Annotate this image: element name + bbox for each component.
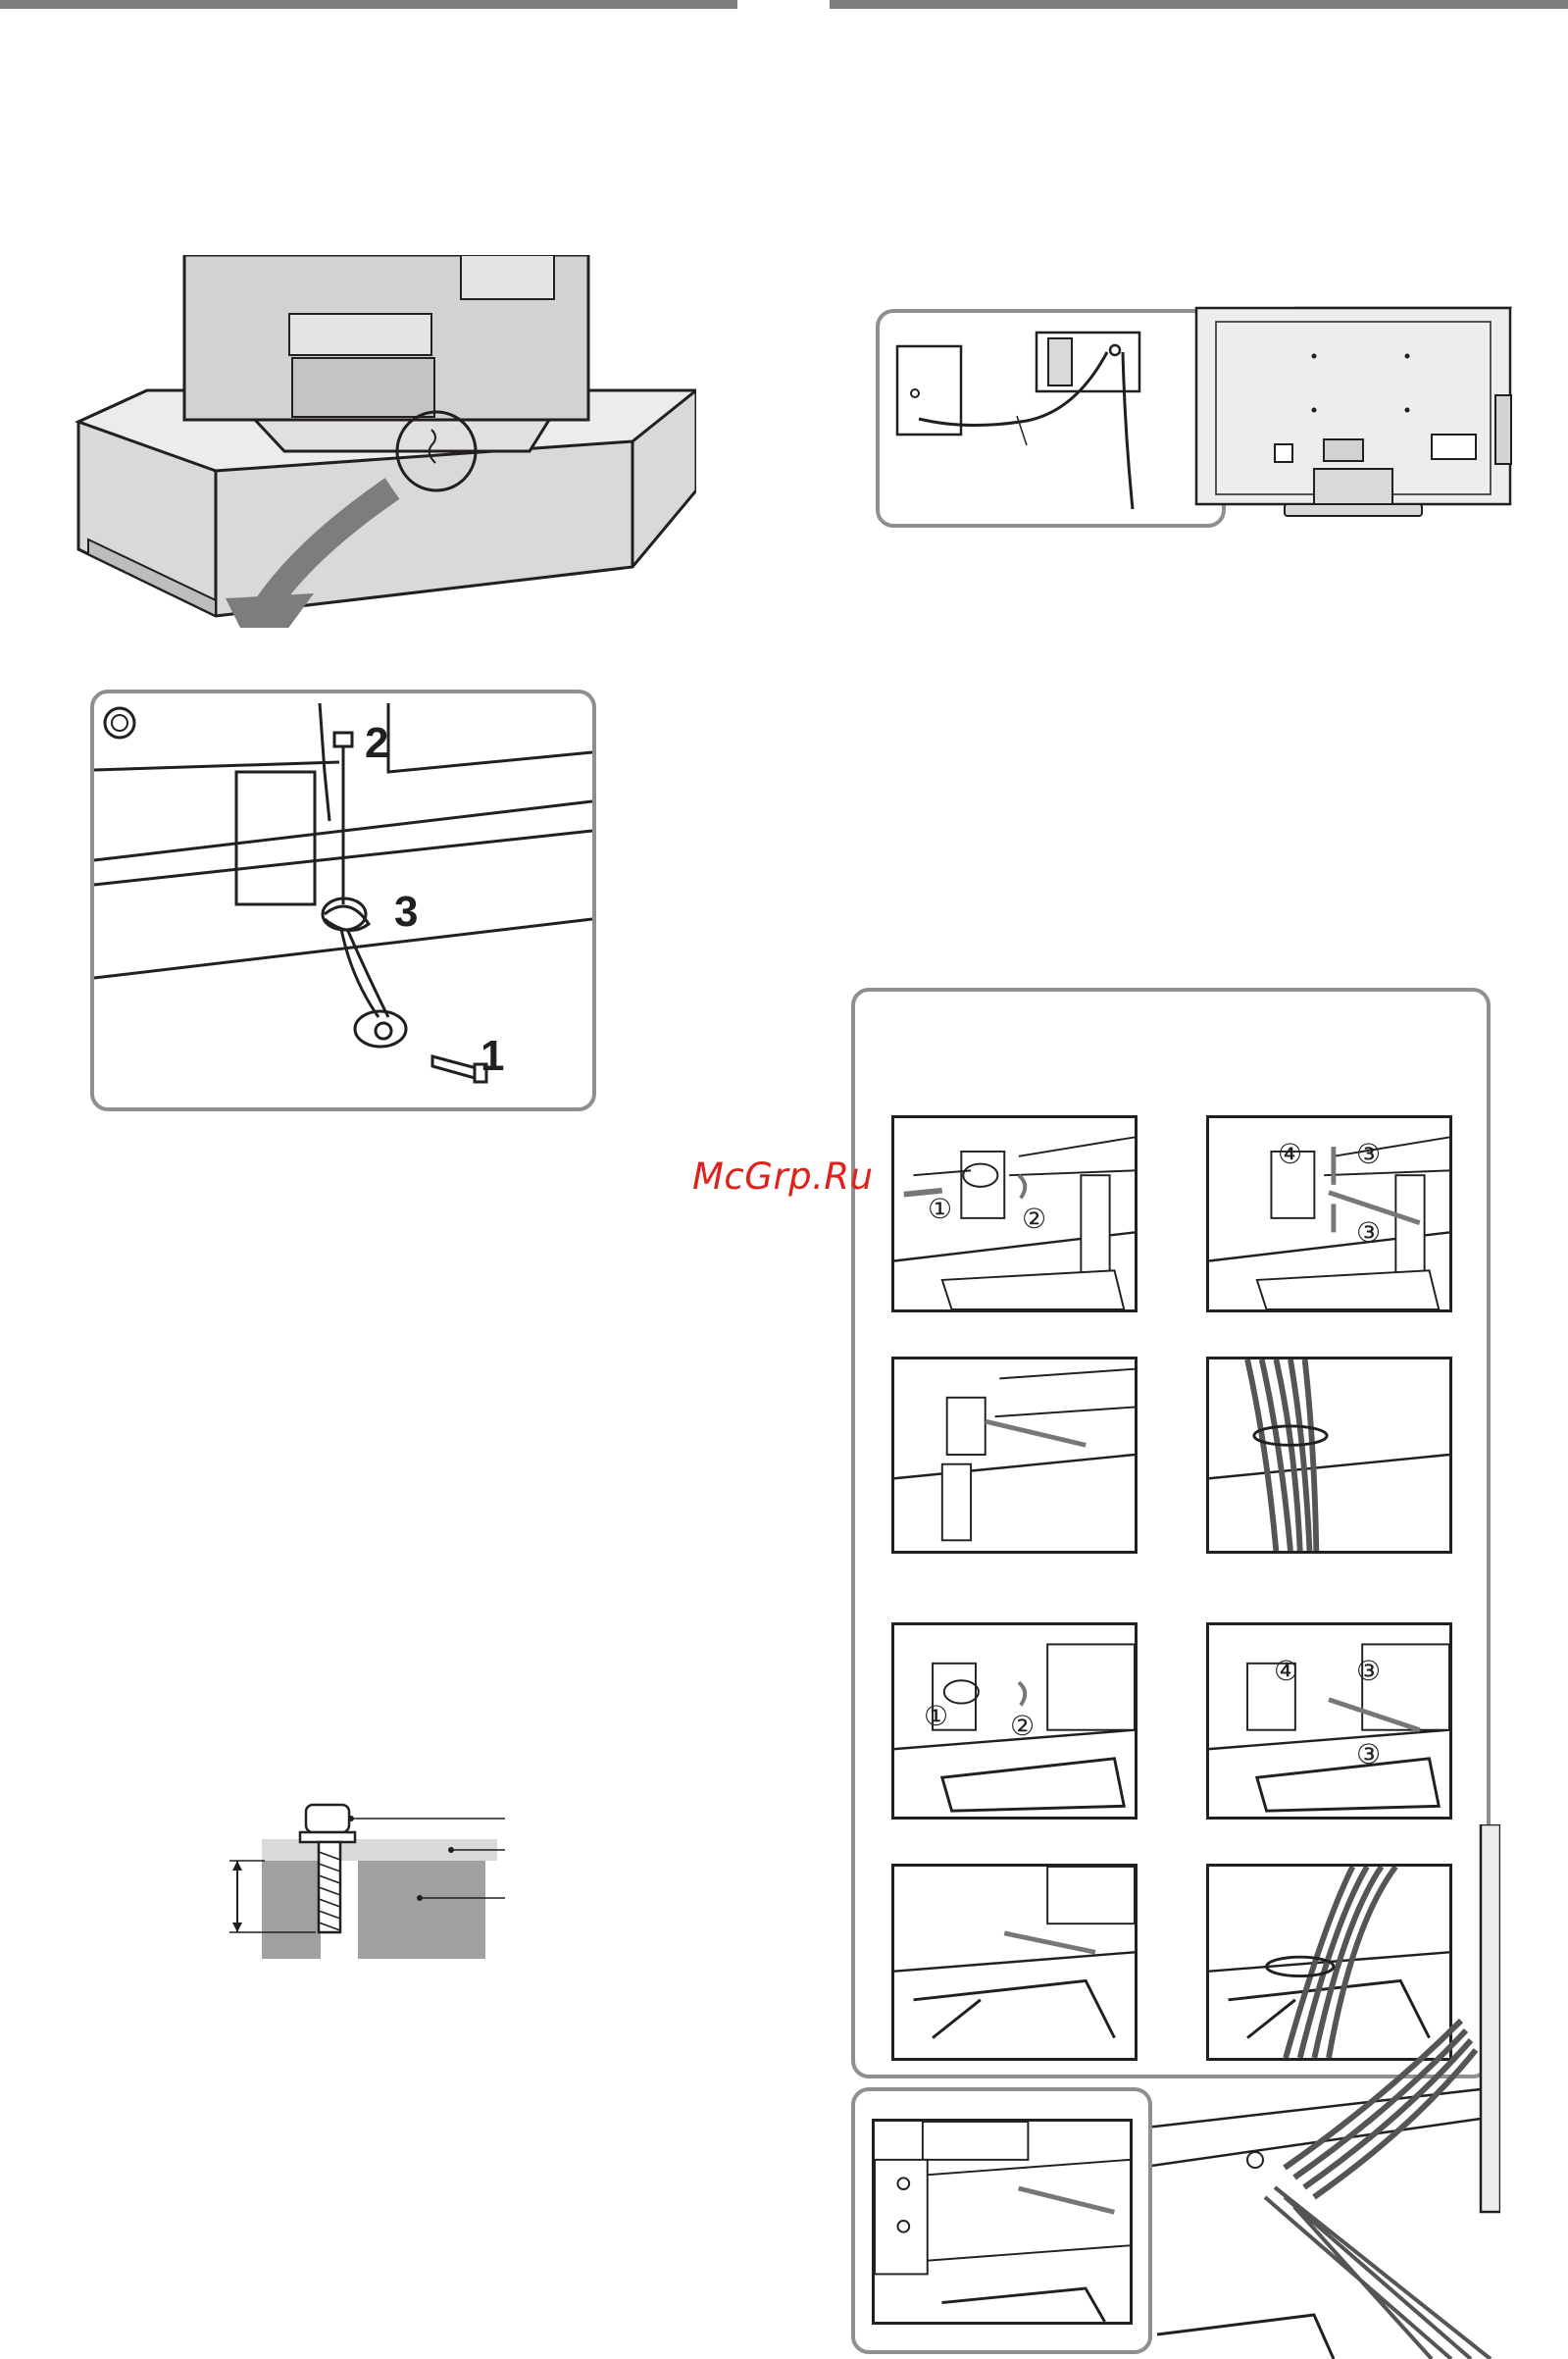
circled-4-f: ④ [1274,1655,1298,1687]
circled-3-bottom: ③ [1356,1216,1381,1249]
circled-3-top: ③ [1356,1138,1381,1170]
tv-rear-figure [1157,302,1530,528]
strap-detail-panel: 2 3 1 [90,690,596,1111]
cable-thumb-g [891,1864,1138,2061]
cable-thumb-c [891,1357,1138,1554]
circled-4: ④ [1278,1138,1302,1170]
strap-detail-drawing [94,693,592,1107]
circled-1: ① [928,1193,952,1225]
circled-3-f-top: ③ [1356,1655,1381,1687]
circled-2-e: ② [1010,1710,1035,1742]
connector-inset-panel [851,2087,1152,2354]
step-label-2: 2 [365,719,388,768]
step-label-3: 3 [394,888,418,937]
circled-1-e: ① [924,1700,948,1732]
step-label-1: 1 [481,1032,504,1081]
circled-2: ② [1022,1203,1046,1235]
cable-thumb-f: ④ ③ ③ [1206,1622,1452,1820]
tv-on-stand-figure [69,255,696,628]
header-rule-right [830,0,1568,9]
watermark: McGrp.Ru [692,1155,874,1198]
tv-cables-figure [1138,1824,1500,2359]
cable-thumb-b: ④ ③ ③ [1206,1115,1452,1312]
connector-inset-thumb [872,2119,1133,2325]
cable-thumb-a: ① ② [891,1115,1138,1312]
cable-thumb-e: ① ② [891,1622,1138,1820]
circled-3-f-bottom: ③ [1356,1738,1381,1770]
screw-section-figure [226,1795,539,1967]
header-rule-left [0,0,737,9]
cable-thumb-d [1206,1357,1452,1554]
